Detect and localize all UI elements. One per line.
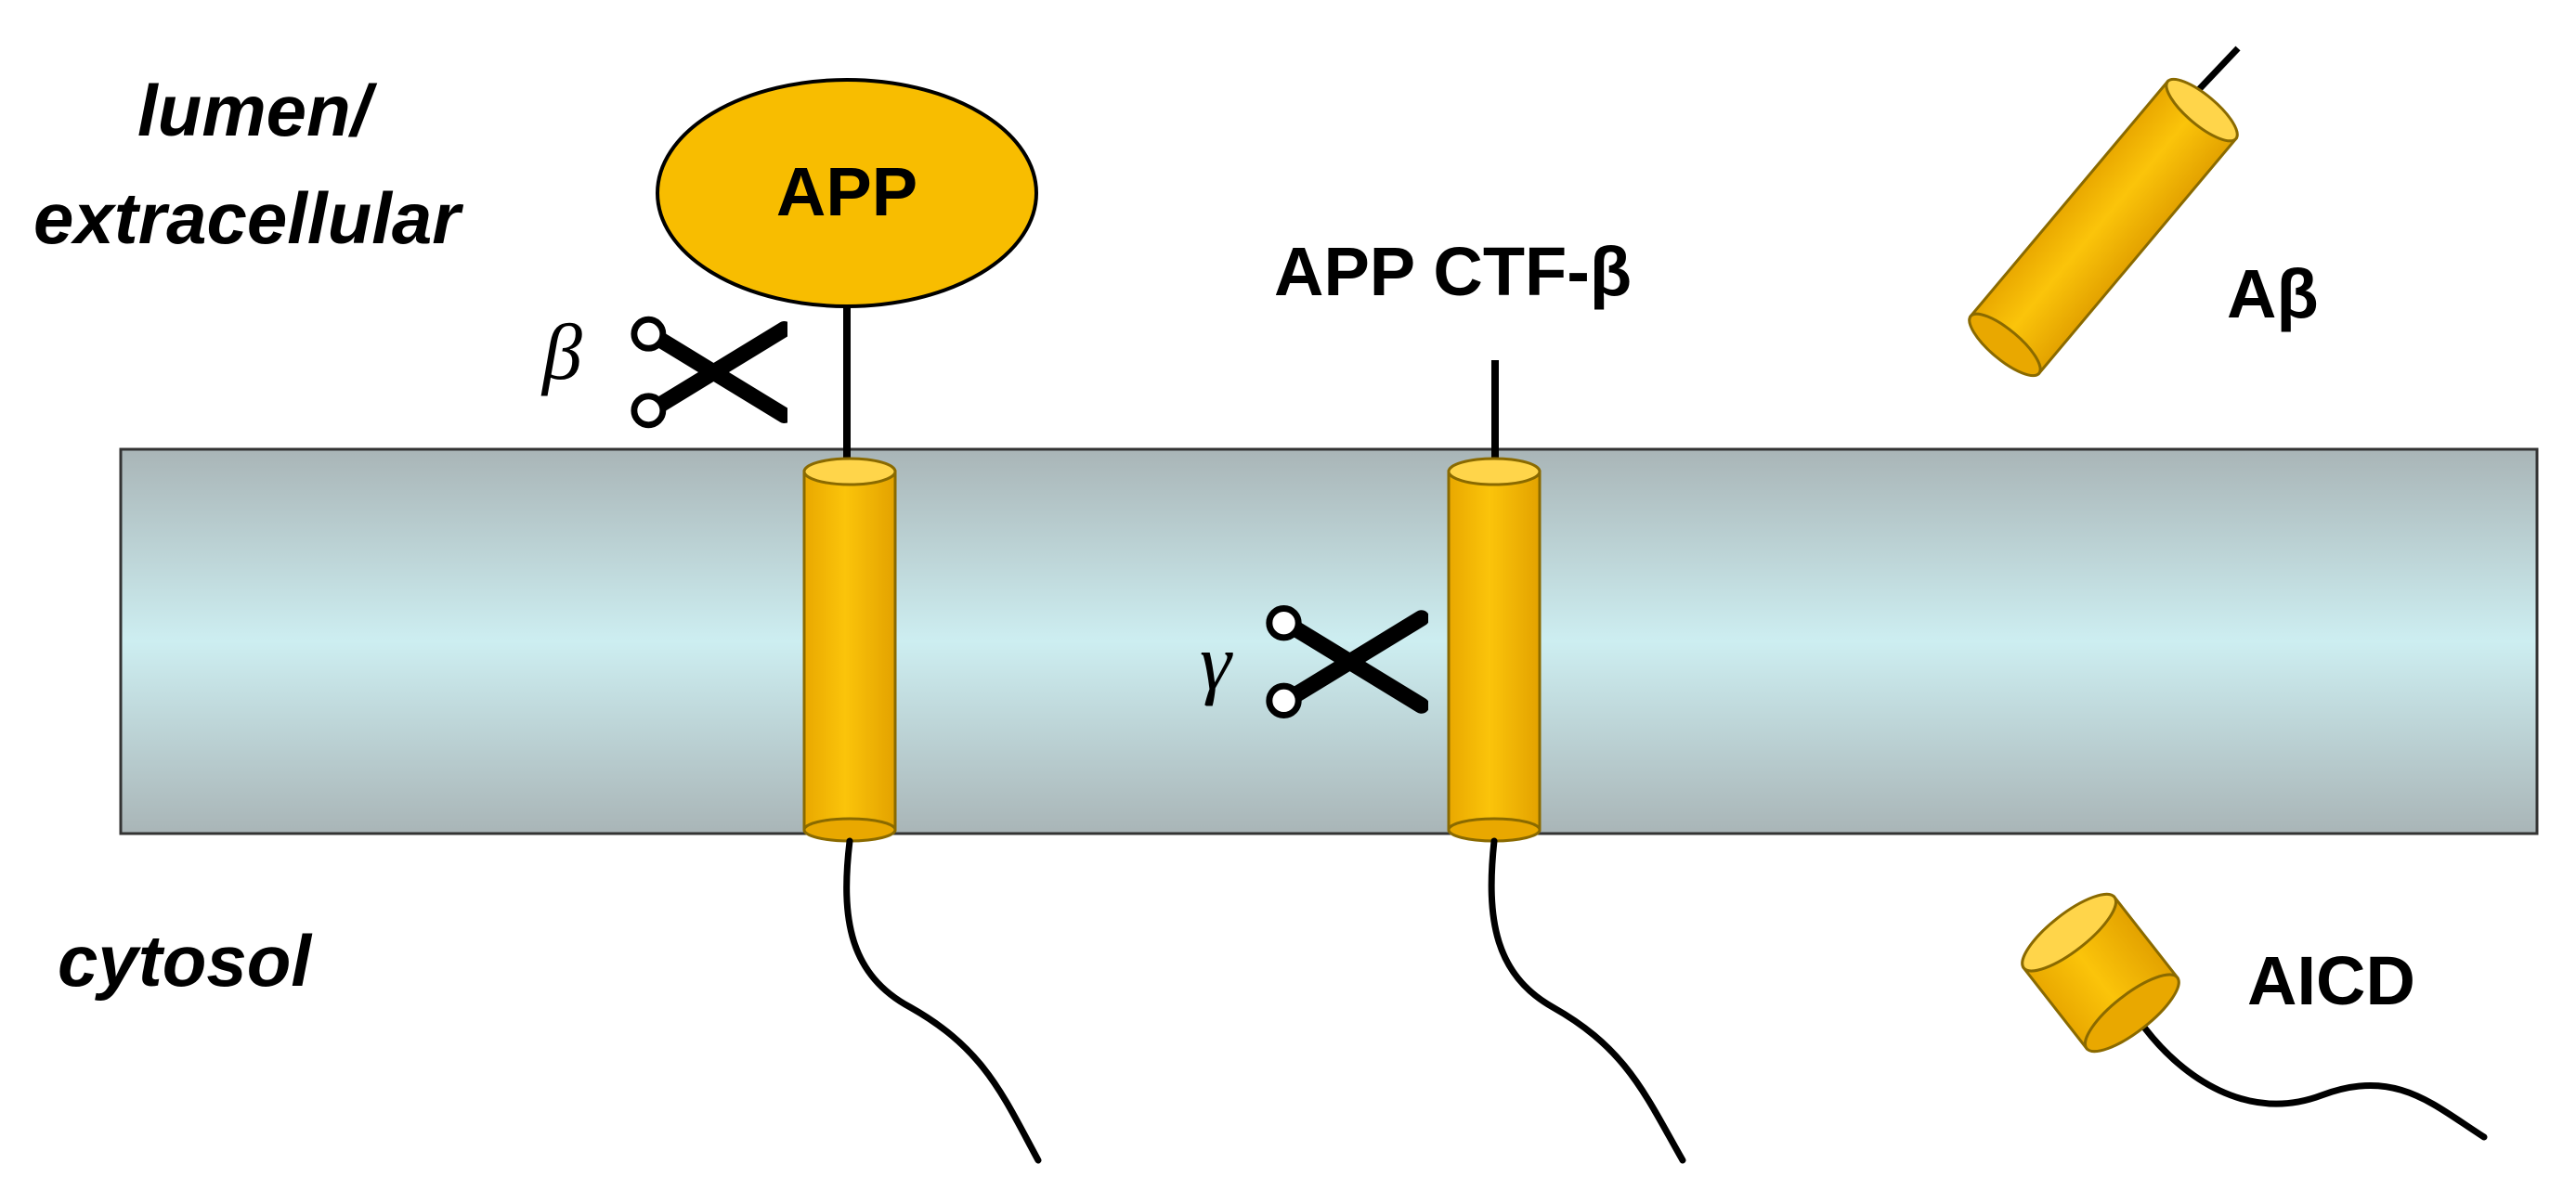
abeta-label: Aβ bbox=[2227, 255, 2319, 332]
aicd-label: AICD bbox=[2247, 942, 2415, 1019]
aicd-fragment: AICD bbox=[2021, 892, 2488, 1141]
scissors-icon bbox=[634, 319, 785, 425]
app-tm-bottom bbox=[802, 817, 897, 843]
gamma-secretase: γ bbox=[1200, 608, 1422, 715]
region-label-extracellular: extracellular bbox=[33, 177, 463, 259]
abeta-cylinder-top bbox=[2165, 77, 2239, 143]
app-label: APP bbox=[776, 153, 917, 230]
app-transmembrane-domain bbox=[802, 470, 897, 832]
ctf-beta-transmembrane-domain bbox=[1447, 470, 1542, 832]
app-ctf-beta: APP CTF-β bbox=[1274, 233, 1686, 1164]
aicd-cylinder-top bbox=[2021, 892, 2118, 973]
beta-symbol: β bbox=[540, 307, 582, 396]
gamma-symbol: γ bbox=[1200, 617, 1233, 706]
region-label-cytosol: cytosol bbox=[58, 920, 312, 1002]
beta-secretase: β bbox=[540, 307, 785, 425]
ctf-beta-tm-top bbox=[1447, 457, 1542, 486]
ctf-beta-cytoplasmic-tail bbox=[1488, 837, 1686, 1164]
aicd-cylinder-bottom bbox=[2083, 973, 2180, 1054]
abeta-cylinder-bottom bbox=[1968, 312, 2042, 378]
region-label-lumen: lumen/ bbox=[137, 70, 378, 151]
ctf-beta-tm-bottom bbox=[1447, 817, 1542, 843]
aicd-tail bbox=[2141, 1025, 2488, 1141]
app-tm-top bbox=[802, 457, 897, 486]
app-protein: APP bbox=[656, 78, 1042, 1164]
app-cytoplasmic-tail bbox=[843, 837, 1042, 1164]
app-ctf-beta-label: APP CTF-β bbox=[1274, 233, 1632, 310]
abeta-peptide: Aβ bbox=[1968, 45, 2319, 378]
